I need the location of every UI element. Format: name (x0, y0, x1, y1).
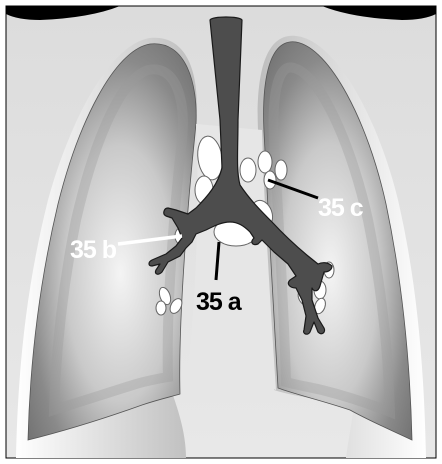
label-35b: 35 b (70, 236, 117, 264)
lymph-node (240, 158, 256, 182)
lymph-node (275, 160, 287, 180)
label-35c: 35 c (318, 194, 364, 222)
lymph-node (156, 301, 166, 315)
lymph-node (258, 151, 272, 173)
label-35a: 35 a (196, 288, 243, 316)
